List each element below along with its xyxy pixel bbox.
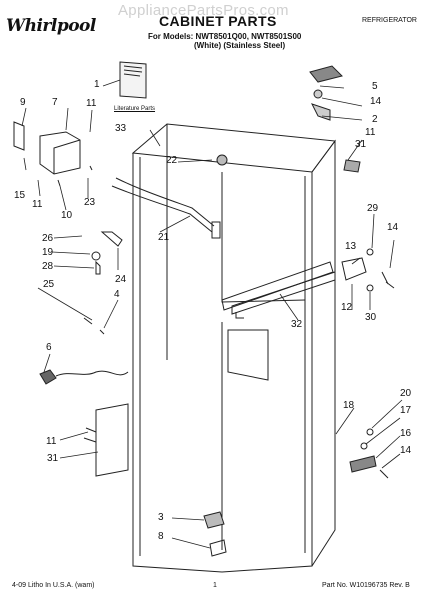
category-label: REFRIGERATOR [362, 17, 417, 24]
divider-rail [221, 261, 334, 311]
callout-30: 30 [365, 312, 377, 323]
brand-logo: Whirlpool [6, 16, 96, 36]
callout-20: 20 [400, 388, 412, 399]
top-hinge [311, 103, 331, 121]
compressor-relay [39, 131, 81, 175]
bottom-hinge [349, 455, 377, 473]
hinge-bar [231, 271, 336, 315]
callout-17: 17 [400, 405, 412, 416]
callout-12: 12 [341, 302, 353, 313]
freezer-liner [221, 172, 306, 303]
callout-6: 6 [46, 342, 52, 353]
callout-26: 26 [42, 233, 54, 244]
footer-part-number: Part No. W10196735 Rev. B [322, 582, 410, 589]
callout-25: 25 [43, 279, 55, 290]
callout-21: 21 [158, 232, 170, 243]
callout-11b: 11 [32, 199, 43, 210]
callout-27: 31 [355, 139, 367, 150]
callout-32: 32 [291, 319, 303, 330]
callout-8: 8 [158, 531, 164, 542]
callout-24: 24 [115, 274, 127, 285]
cabinet-front-edge [221, 172, 313, 573]
callout-28: 28 [42, 261, 54, 272]
callout-18: 18 [343, 400, 355, 411]
callout-14c: 14 [400, 445, 412, 456]
watermark: AppliancePartsPros.com [118, 2, 289, 19]
center-hinge [341, 257, 367, 281]
relay-bracket [13, 121, 25, 151]
callout-14a: 14 [370, 96, 382, 107]
cabinet-right-side [311, 139, 336, 567]
diagram-title: CABINET PARTS [159, 13, 277, 29]
callout-2: 2 [372, 114, 378, 125]
leveling-leg [203, 511, 225, 529]
callout-31: 31 [47, 453, 59, 464]
models-line: For Models: NWT8501Q00, NWT8501S00 [148, 32, 302, 41]
cabinet-top-panel [131, 123, 336, 173]
top-hinge-cover [309, 65, 343, 83]
power-cord [39, 369, 57, 385]
callout-5: 5 [372, 81, 378, 92]
cabinet-left-side [132, 153, 223, 573]
literature-packet [119, 61, 147, 99]
callout-7: 7 [52, 97, 58, 108]
compressor-cover [95, 403, 129, 477]
callout-22: 22 [166, 155, 178, 166]
callout-11a: 11 [86, 98, 97, 109]
callout-3: 3 [158, 512, 164, 523]
callout-13: 13 [345, 241, 357, 252]
callout-10: 10 [61, 210, 73, 221]
wire-harness [115, 177, 215, 227]
callout-33: 33 [115, 123, 127, 134]
crisper-cavity [227, 329, 269, 381]
callout-1: 1 [94, 79, 100, 90]
drain-hose [100, 231, 123, 247]
callout-11d: 11 [365, 127, 376, 138]
callout-9: 9 [20, 97, 26, 108]
callout-16: 16 [400, 428, 412, 439]
variants-line: (White) (Stainless Steel) [194, 41, 286, 50]
callout-19: 19 [42, 247, 54, 258]
callout-15: 15 [14, 190, 26, 201]
literature-parts-label: Literature Parts [114, 106, 156, 112]
callout-23: 23 [84, 197, 96, 208]
callout-14b: 14 [387, 222, 399, 233]
footer-litho: 4-09 Litho In U.S.A. (wam) [12, 582, 95, 589]
callout-29: 29 [367, 203, 379, 214]
footer-page-number: 1 [213, 582, 217, 589]
callout-11c: 11 [46, 436, 57, 447]
callout-4: 4 [114, 289, 120, 300]
